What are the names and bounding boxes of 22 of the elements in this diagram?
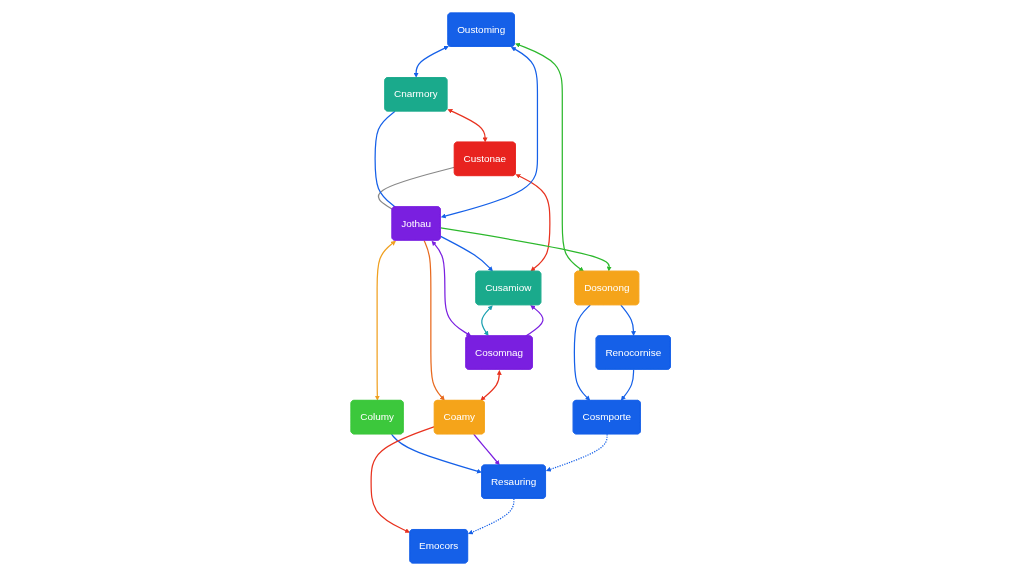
arrow xyxy=(468,497,515,534)
arrow xyxy=(391,433,483,474)
arrow xyxy=(574,303,592,401)
arrow xyxy=(473,433,501,465)
arrow xyxy=(620,303,637,336)
arrow xyxy=(525,304,544,337)
arrow xyxy=(431,240,472,336)
arrow xyxy=(621,368,635,401)
arrow xyxy=(481,304,494,336)
arrow xyxy=(375,240,397,401)
arrow xyxy=(515,173,551,271)
arrow xyxy=(440,46,539,218)
arrow xyxy=(370,425,436,533)
connector xyxy=(374,110,397,208)
arrow xyxy=(447,108,488,142)
arrow xyxy=(440,226,612,272)
arrow xyxy=(413,45,450,78)
arrow xyxy=(480,369,503,401)
arrow xyxy=(440,235,494,272)
arrow xyxy=(423,239,446,401)
arrow xyxy=(515,42,585,272)
connector xyxy=(378,166,456,210)
